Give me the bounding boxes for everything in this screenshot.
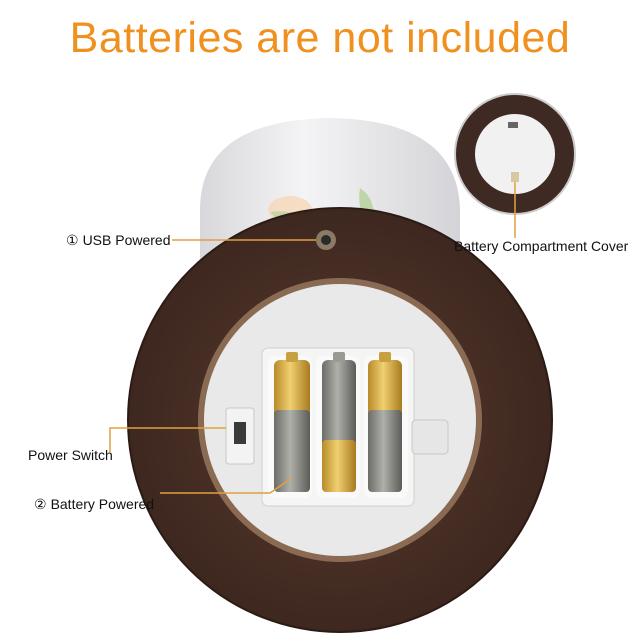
battery-3 <box>368 352 402 492</box>
usb-port <box>316 230 336 250</box>
battery-1 <box>274 352 310 492</box>
usb-number: ① <box>66 232 79 248</box>
battery-number: ② <box>34 496 47 512</box>
battery-2 <box>322 352 356 492</box>
holder-clip <box>411 419 449 455</box>
power-switch <box>225 407 255 465</box>
callout-lines <box>109 182 516 494</box>
battery-cover-label: Battery Compartment Cover <box>454 238 629 254</box>
power-switch-label: Power Switch <box>28 447 113 463</box>
battery-text: Battery Powered <box>50 496 155 512</box>
headline-text: Batteries are not included <box>69 14 571 62</box>
usb-text: USB Powered <box>82 232 171 248</box>
cover-inset <box>454 93 576 215</box>
